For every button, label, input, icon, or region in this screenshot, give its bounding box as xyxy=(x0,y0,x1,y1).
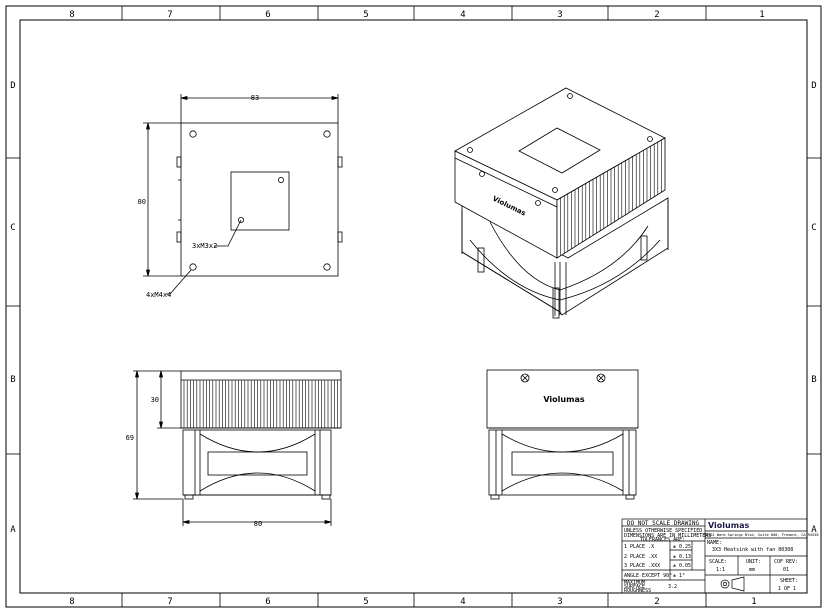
zone-row-c-left: C xyxy=(10,223,15,233)
tb-scale-label: SCALE: xyxy=(709,559,727,565)
front-view-fins xyxy=(183,380,338,428)
zone-col-5-bottom: 5 xyxy=(363,597,368,607)
top-view-clip-right-2 xyxy=(337,231,343,243)
isometric-view xyxy=(454,87,669,319)
zone-row-d-left: D xyxy=(10,81,15,91)
zone-row-c-right: C xyxy=(811,223,816,233)
top-view-clip-left-2 xyxy=(176,231,182,243)
tb-logo: Violumas xyxy=(708,521,749,530)
tb-tol1-value: ± 0.25 xyxy=(673,544,691,550)
inner-border xyxy=(19,19,808,594)
zone-col-7-top: 7 xyxy=(167,10,172,20)
front-view-fan xyxy=(182,429,332,496)
zone-col-4-bottom: 4 xyxy=(460,597,465,607)
tb-scale-value: 1:1 xyxy=(716,567,725,573)
tb-angle-label: ANGLE EXCEPT 90° xyxy=(624,573,672,579)
zone-col-1-top: 1 xyxy=(759,10,764,20)
zone-row-b-left: B xyxy=(10,375,15,385)
tb-cof-label: COF REV: xyxy=(774,559,798,565)
side-view xyxy=(486,369,639,500)
tb-surface-value: 3.2 xyxy=(668,584,677,590)
tb-tol1-label: 1 PLACE .X xyxy=(624,544,654,550)
tb-spec-1: UNLESS OTHERWISE SPECIFIED xyxy=(624,528,702,534)
top-view xyxy=(143,94,343,295)
tb-sheet-value: 1 OF 1 xyxy=(778,586,796,592)
tb-unit-label: UNIT: xyxy=(746,559,761,565)
side-view-fan xyxy=(488,429,637,496)
screw-head-icon xyxy=(520,373,530,383)
top-view-clip-right-1 xyxy=(337,156,343,168)
mount-hole-icon xyxy=(189,263,197,271)
tb-notice: DO NOT SCALE DRAWING xyxy=(627,520,700,527)
label-screws-m4: 4xM4x4 xyxy=(146,291,171,299)
zone-col-3-top: 3 xyxy=(557,10,562,20)
screw-head-icon xyxy=(467,147,473,153)
front-view xyxy=(133,370,342,526)
zone-col-6-bottom: 6 xyxy=(265,597,270,607)
iso-fin-lines xyxy=(560,140,662,256)
zone-row-b-right: B xyxy=(811,375,816,385)
dim-top-height: 80 xyxy=(138,198,146,206)
tb-address: 8561 Warm Springs Blvd, Suite 800, Fremo… xyxy=(706,533,819,537)
screw-head-icon xyxy=(552,187,558,193)
top-view-outline xyxy=(180,122,339,277)
tb-cof-value: 01 xyxy=(783,567,789,573)
tb-surface-3: ROUGHNESS xyxy=(624,588,651,594)
side-view-brand-label: Violumas xyxy=(543,395,584,404)
zone-row-d-right: D xyxy=(811,81,816,91)
outer-border xyxy=(5,5,822,608)
zone-col-8-bottom: 8 xyxy=(69,597,74,607)
tb-tol3-label: 3 PLACE .XXX xyxy=(624,563,660,569)
dim-fin-height: 30 xyxy=(151,396,159,404)
zone-col-6-top: 6 xyxy=(265,10,270,20)
zone-col-2-top: 2 xyxy=(654,10,659,20)
zone-row-a-left: A xyxy=(10,525,16,535)
zone-col-7-bottom: 7 xyxy=(167,597,172,607)
dim-top-width: 83 xyxy=(251,94,259,102)
tb-name-value: 3X3 Heatsink with fan 80308 xyxy=(712,547,793,553)
screw-head-icon xyxy=(647,136,653,142)
tb-tol3-value: ± 0.05 xyxy=(673,563,691,569)
zone-col-4-top: 4 xyxy=(460,10,465,20)
label-screws-m3: 3xM3x2 xyxy=(192,242,217,250)
top-view-clip-left-1 xyxy=(176,156,182,168)
mount-hole-icon xyxy=(189,130,197,138)
title-block xyxy=(621,518,808,594)
tb-unit-value: mm xyxy=(749,567,755,573)
zone-col-1-bottom: 1 xyxy=(751,597,756,607)
tb-name-label: NAME: xyxy=(707,540,722,546)
tb-surface-1: MAXIMUM xyxy=(624,580,645,586)
dim-front-width: 80 xyxy=(254,520,262,528)
screw-head-icon xyxy=(479,171,485,177)
tb-spec-2: DIMENSIONS ARE IN MILLIMETERS xyxy=(624,533,711,539)
screw-head-icon xyxy=(567,93,573,99)
dim-total-height: 69 xyxy=(126,434,134,442)
zone-col-8-top: 8 xyxy=(69,10,74,20)
zone-row-a-right: A xyxy=(811,525,817,535)
zone-ticks xyxy=(6,6,821,607)
pad-hole-icon xyxy=(277,176,284,183)
zone-col-2-bottom: 2 xyxy=(654,597,659,607)
tb-sheet-label: SHEET: xyxy=(780,578,798,584)
screw-head-icon xyxy=(596,373,606,383)
mount-hole-icon xyxy=(323,130,331,138)
screw-head-icon xyxy=(535,200,541,206)
projection-symbol-icon xyxy=(720,579,730,589)
tb-surface-2: SURFACE xyxy=(624,584,645,590)
pad-hole-icon xyxy=(237,216,244,223)
top-view-center-pad xyxy=(230,171,290,231)
leader-m3 xyxy=(214,219,242,247)
tb-tol2-value: ± 0.13 xyxy=(673,554,691,560)
mount-hole-icon xyxy=(323,263,331,271)
iso-top-pad xyxy=(518,127,601,174)
tb-angle-value: ± 1° xyxy=(673,573,685,579)
tb-spec-3: TOLERANCES ARE: xyxy=(640,537,685,543)
tb-tol2-label: 2 PLACE .XX xyxy=(624,554,657,560)
leader-m4 xyxy=(166,269,192,295)
zone-col-5-top: 5 xyxy=(363,10,368,20)
zone-col-3-bottom: 3 xyxy=(557,597,562,607)
